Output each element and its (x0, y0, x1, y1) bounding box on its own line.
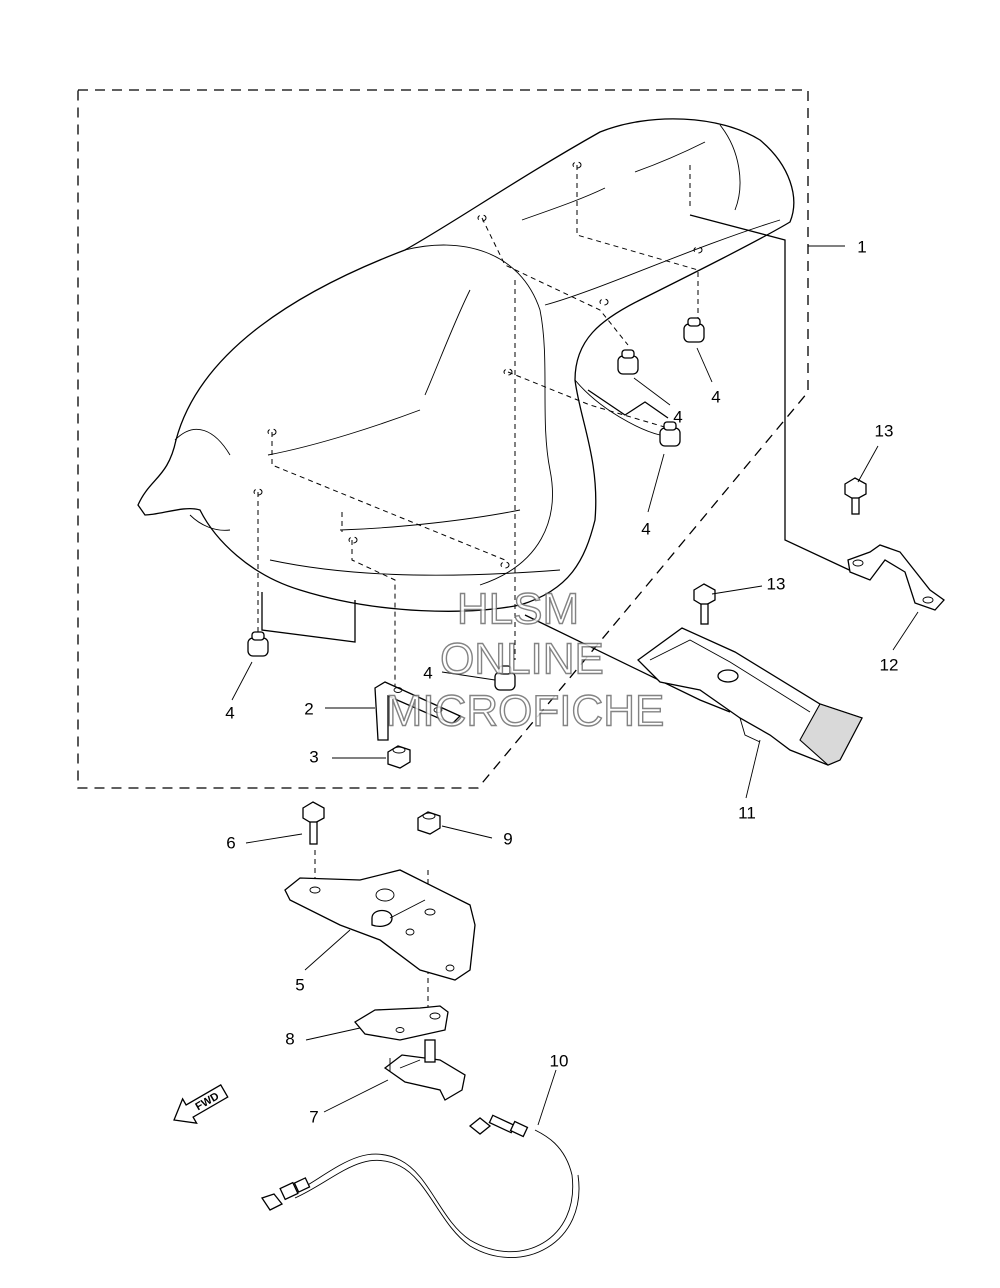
callout-13: 13 (767, 574, 786, 593)
cable-10 (260, 1069, 580, 1258)
callout-10: 10 (550, 1051, 569, 1070)
leaders-4 (231, 347, 713, 701)
watermark-line-2: ONLINE (440, 635, 604, 684)
callout-4: 4 (711, 387, 720, 406)
damper-grommets (247, 317, 705, 691)
assembly-boundary (77, 89, 809, 789)
callout-4: 4 (225, 703, 234, 722)
callout-8: 8 (285, 1029, 294, 1048)
watermark: HLSM ONLINE MICROFICHE (385, 584, 665, 736)
callout-7: 7 (309, 1107, 318, 1126)
mounting-dash-lines (257, 165, 699, 1010)
bolt-6 (245, 801, 325, 845)
callout-5: 5 (295, 975, 304, 994)
bracket-2 (325, 681, 462, 741)
callout-12: 12 (880, 655, 899, 674)
plate-11 (637, 627, 863, 799)
bolt-13b (693, 583, 763, 625)
handle-12 (847, 544, 945, 651)
watermark-line-3: MICROFICHE (386, 687, 665, 736)
callout-2: 2 (304, 699, 313, 718)
callout-4: 4 (641, 519, 650, 538)
nut-9 (417, 811, 493, 839)
callout-labels: 1 2 3 4 4 4 4 4 5 6 7 8 9 10 11 12 13 13 (225, 237, 898, 1126)
bolt-13a (844, 445, 879, 515)
callout-9: 9 (503, 829, 512, 848)
callout-3: 3 (309, 747, 318, 766)
callout-4: 4 (673, 407, 682, 426)
fwd-arrow-icon: FWD (173, 1084, 229, 1124)
fwd-text: FWD (194, 1090, 222, 1113)
nut-3 (332, 745, 411, 769)
lock-7 (323, 1039, 466, 1113)
plate-8 (305, 1005, 449, 1041)
callout-1: 1 (857, 237, 866, 256)
seat (137, 118, 861, 713)
base-plate-5 (284, 869, 476, 981)
callout-4: 4 (423, 663, 432, 682)
watermark-line-1: HLSM (457, 585, 579, 634)
seat-holes (253, 161, 703, 569)
callout-13: 13 (875, 421, 894, 440)
callout-6: 6 (226, 833, 235, 852)
callout-11: 11 (738, 803, 756, 822)
